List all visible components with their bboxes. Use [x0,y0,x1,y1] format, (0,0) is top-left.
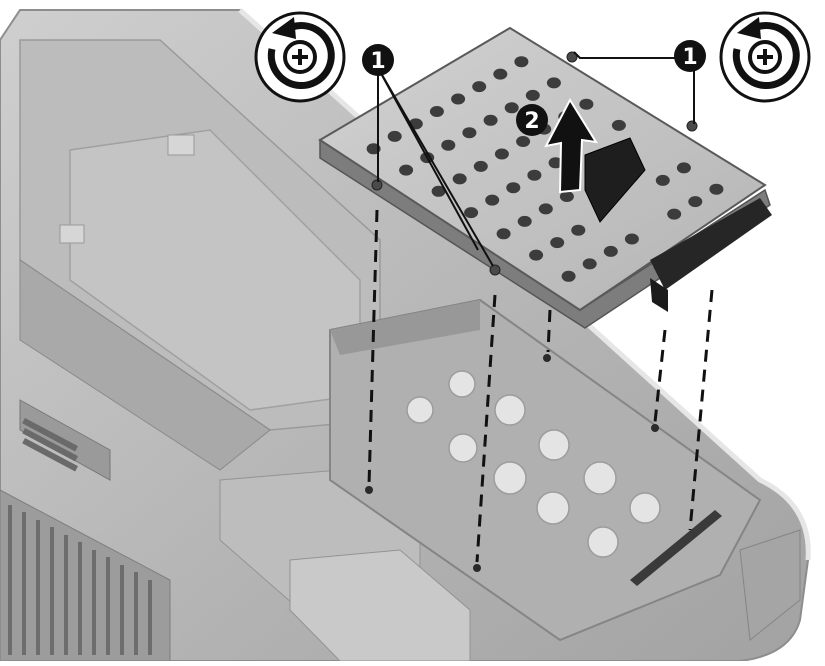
alignment-line-5 [688,289,714,531]
perforation-hole [485,194,500,206]
callout-1-right: 1 [674,40,706,72]
perforation-hole [516,136,531,147]
alignment-line-2 [475,294,497,563]
drive-connector [650,198,772,312]
alignment-lines [367,209,714,563]
callout-1-left-label: 1 [370,49,385,74]
callout-2: 2 [516,104,548,136]
perforation-hole [667,208,682,220]
bay-vent-holes [406,370,661,558]
pull-tab[interactable] [584,137,646,223]
perforation-hole [548,157,563,169]
perforation-hole [472,81,487,93]
perforation-hole [525,89,540,101]
perforation-hole [493,68,508,80]
perforation-hole [441,139,456,151]
left-rail [19,259,271,471]
alignment-line-4 [653,329,667,423]
perforation-hole [494,148,509,160]
connector-block [19,399,111,481]
perforation-hole [496,228,511,240]
perforation-hole [559,191,574,202]
laptop-base [0,8,811,662]
perforation-hole [399,164,414,176]
perforation-hole [473,160,488,172]
perforation-hole [624,233,639,245]
perforation-hole [527,169,542,181]
perforation-hole [504,102,519,114]
perforation-hole [709,183,724,195]
small-latch-2 [59,224,85,244]
perforation-hole [603,245,618,257]
perforation-hole [429,106,444,117]
perforation-hole [546,77,561,89]
hard-drive-bay [329,298,762,642]
perforation-hole [452,173,467,185]
counterclockwise-screwdriver-icon-right [719,11,811,103]
vent-grille [0,489,171,662]
perforation-hole [514,56,529,68]
up-arrow-icon [544,97,598,194]
callout-2-label: 2 [524,109,539,134]
perforation-hole [582,258,597,270]
callout-1-left: 1 [362,44,394,76]
perforation-hole [517,215,532,227]
alignment-line-1 [367,209,379,486]
perforation-hole [676,162,691,174]
perforation-hole [688,196,703,208]
alignment-line-3 [546,309,552,353]
perforation-hole [464,207,479,219]
perforation-hole [431,185,446,197]
bay-wall [330,300,480,355]
perforation-hole [529,249,544,261]
drive-corner-screws [371,51,698,276]
callout-1-right-label: 1 [682,45,697,70]
drive-top-plate [318,26,767,312]
perforation-hole [561,270,576,282]
perforation-hole [483,114,498,126]
perforation-hole [571,224,586,236]
perforation-hole [579,98,594,110]
hard-drive-assembly [318,26,772,329]
perforation-hole [387,130,402,142]
base-rim [238,8,811,561]
perforation-hole [550,237,565,249]
perforation-hole [506,182,521,194]
callout-leaders [377,51,695,267]
bay-connector-slot [630,510,722,586]
counterclockwise-screwdriver-icon-left [254,11,346,103]
perforation-hole [611,119,626,131]
drive-perforations [366,56,724,282]
perforation-hole [655,174,670,186]
right-ports [739,529,801,641]
bay-screw-holes [365,354,659,572]
small-latch [167,134,195,156]
perforation-hole [462,127,477,139]
perforation-hole [451,93,466,105]
perforation-hole [538,203,553,215]
